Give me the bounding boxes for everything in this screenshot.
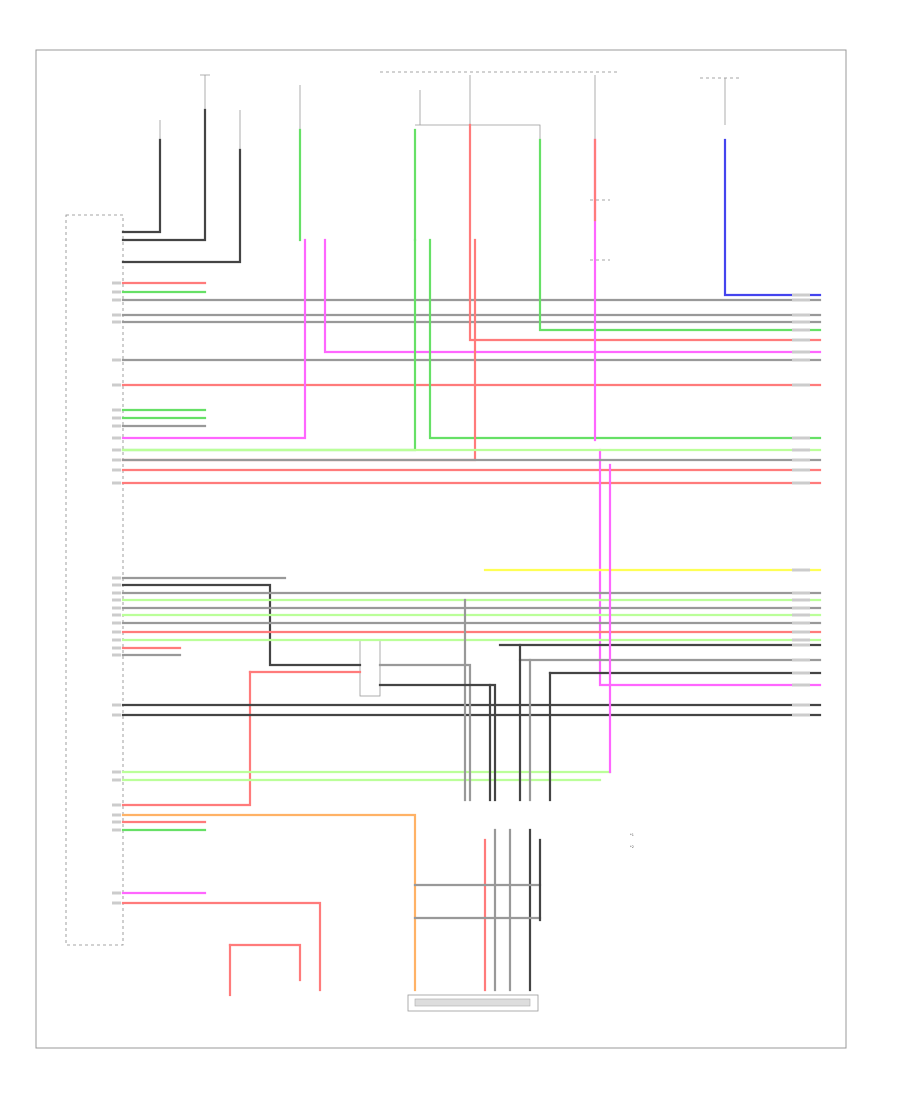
wire-65 — [228, 943, 302, 982]
ecm-pin-32 — [112, 813, 121, 817]
connector-pin-12 — [792, 458, 810, 462]
top-feed-lines — [159, 74, 241, 160]
connector-pin-3 — [792, 313, 810, 317]
ecm-pin-2 — [112, 290, 121, 294]
connector-pin-16 — [792, 591, 810, 595]
connector-pin-17 — [792, 598, 810, 602]
ecm-pin-35 — [112, 891, 121, 895]
ecm-pin-33 — [112, 820, 121, 824]
diagram-frame — [35, 49, 847, 1049]
connector-pin-9 — [792, 383, 810, 387]
legend-marker-1: *1 — [630, 833, 634, 837]
legend-marker-2: *2 — [630, 845, 634, 849]
wire-64 — [121, 901, 322, 992]
connector-pin-11 — [792, 448, 810, 452]
ecm-pin-34 — [112, 828, 121, 832]
bottom-connector-body — [414, 998, 531, 1007]
ecm-pin-6 — [112, 358, 121, 362]
connector-pin-18 — [792, 606, 810, 610]
ecm-pin-13 — [112, 458, 121, 462]
wire-9 — [723, 138, 822, 297]
ecm-pin-23 — [112, 630, 121, 634]
wire-47 — [121, 670, 252, 807]
ecm-pin-30 — [112, 778, 121, 782]
ecm-pin-8 — [112, 408, 121, 412]
connector-pin-15 — [792, 568, 810, 572]
connector-pin-20 — [792, 621, 810, 625]
bottom-connector-box — [407, 994, 539, 1012]
wires-group — [121, 108, 822, 997]
connector-pin-24 — [792, 658, 810, 662]
fuse-drops — [299, 75, 726, 140]
connector-pin-27 — [792, 703, 810, 707]
connector-pin-1 — [792, 293, 810, 297]
wire-60 — [121, 813, 417, 992]
ecm-pin-16 — [112, 576, 121, 580]
wire-1 — [121, 138, 162, 234]
wire-10 — [538, 138, 822, 332]
ecm-pin-28 — [112, 713, 121, 717]
ecm-pin-24 — [112, 638, 121, 642]
connector-pin-7 — [792, 350, 810, 354]
wire-55 — [378, 663, 472, 802]
wire-11 — [468, 123, 822, 342]
ecm-pin-22 — [112, 621, 121, 625]
ecm-pin-29 — [112, 770, 121, 774]
ecm-pin-25 — [112, 646, 121, 650]
relay-dashes — [590, 199, 610, 261]
wire-12 — [323, 238, 822, 354]
connector-pin-23 — [792, 643, 810, 647]
ecm-pin-27 — [112, 703, 121, 707]
ecm-pin-15 — [112, 481, 121, 485]
wire-2 — [121, 108, 207, 242]
connector-pin-10 — [792, 436, 810, 440]
connector-pin-2 — [792, 298, 810, 302]
ecm-pin-3 — [112, 298, 121, 302]
ecm-pin-11 — [112, 436, 121, 440]
connector-pin-22 — [792, 638, 810, 642]
wire-3 — [121, 148, 242, 264]
labels-group — [112, 281, 810, 905]
ecm-pin-31 — [112, 803, 121, 807]
connector-pin-21 — [792, 630, 810, 634]
wire-27 — [598, 448, 822, 687]
ecm-pin-10 — [112, 424, 121, 428]
connector-pin-14 — [792, 481, 810, 485]
ecm-pin-12 — [112, 448, 121, 452]
wire-56 — [378, 683, 497, 802]
ecm-pin-7 — [112, 383, 121, 387]
ecm-pin-5 — [112, 320, 121, 324]
legend: *1 *2 — [630, 833, 634, 849]
connector-pin-26 — [792, 683, 810, 687]
ecm-pin-18 — [112, 591, 121, 595]
connector-pin-13 — [792, 468, 810, 472]
ecm-pin-21 — [112, 613, 121, 617]
wire-32 — [121, 583, 362, 667]
wire-18 — [121, 238, 307, 440]
ecm-pin-20 — [112, 606, 121, 610]
connector-pin-6 — [792, 338, 810, 342]
ecm-pin-4 — [112, 313, 121, 317]
ecm-pin-14 — [112, 468, 121, 472]
fuse-link — [415, 124, 541, 140]
connector-pin-19 — [792, 613, 810, 617]
ecm-pin-36 — [112, 901, 121, 905]
ecm-module-outline — [65, 214, 124, 946]
connector-pin-8 — [792, 358, 810, 362]
ecm-pin-1 — [112, 281, 121, 285]
ecm-pin-9 — [112, 416, 121, 420]
ecm-pin-19 — [112, 598, 121, 602]
junction-connector-box — [359, 639, 381, 697]
connector-pin-4 — [792, 320, 810, 324]
connector-pin-25 — [792, 671, 810, 675]
connector-pin-5 — [792, 328, 810, 332]
wire-21 — [428, 238, 822, 440]
ecm-pin-26 — [112, 653, 121, 657]
connector-pin-28 — [792, 713, 810, 717]
ecm-pin-17 — [112, 583, 121, 587]
top-bus-dashed — [380, 71, 740, 79]
